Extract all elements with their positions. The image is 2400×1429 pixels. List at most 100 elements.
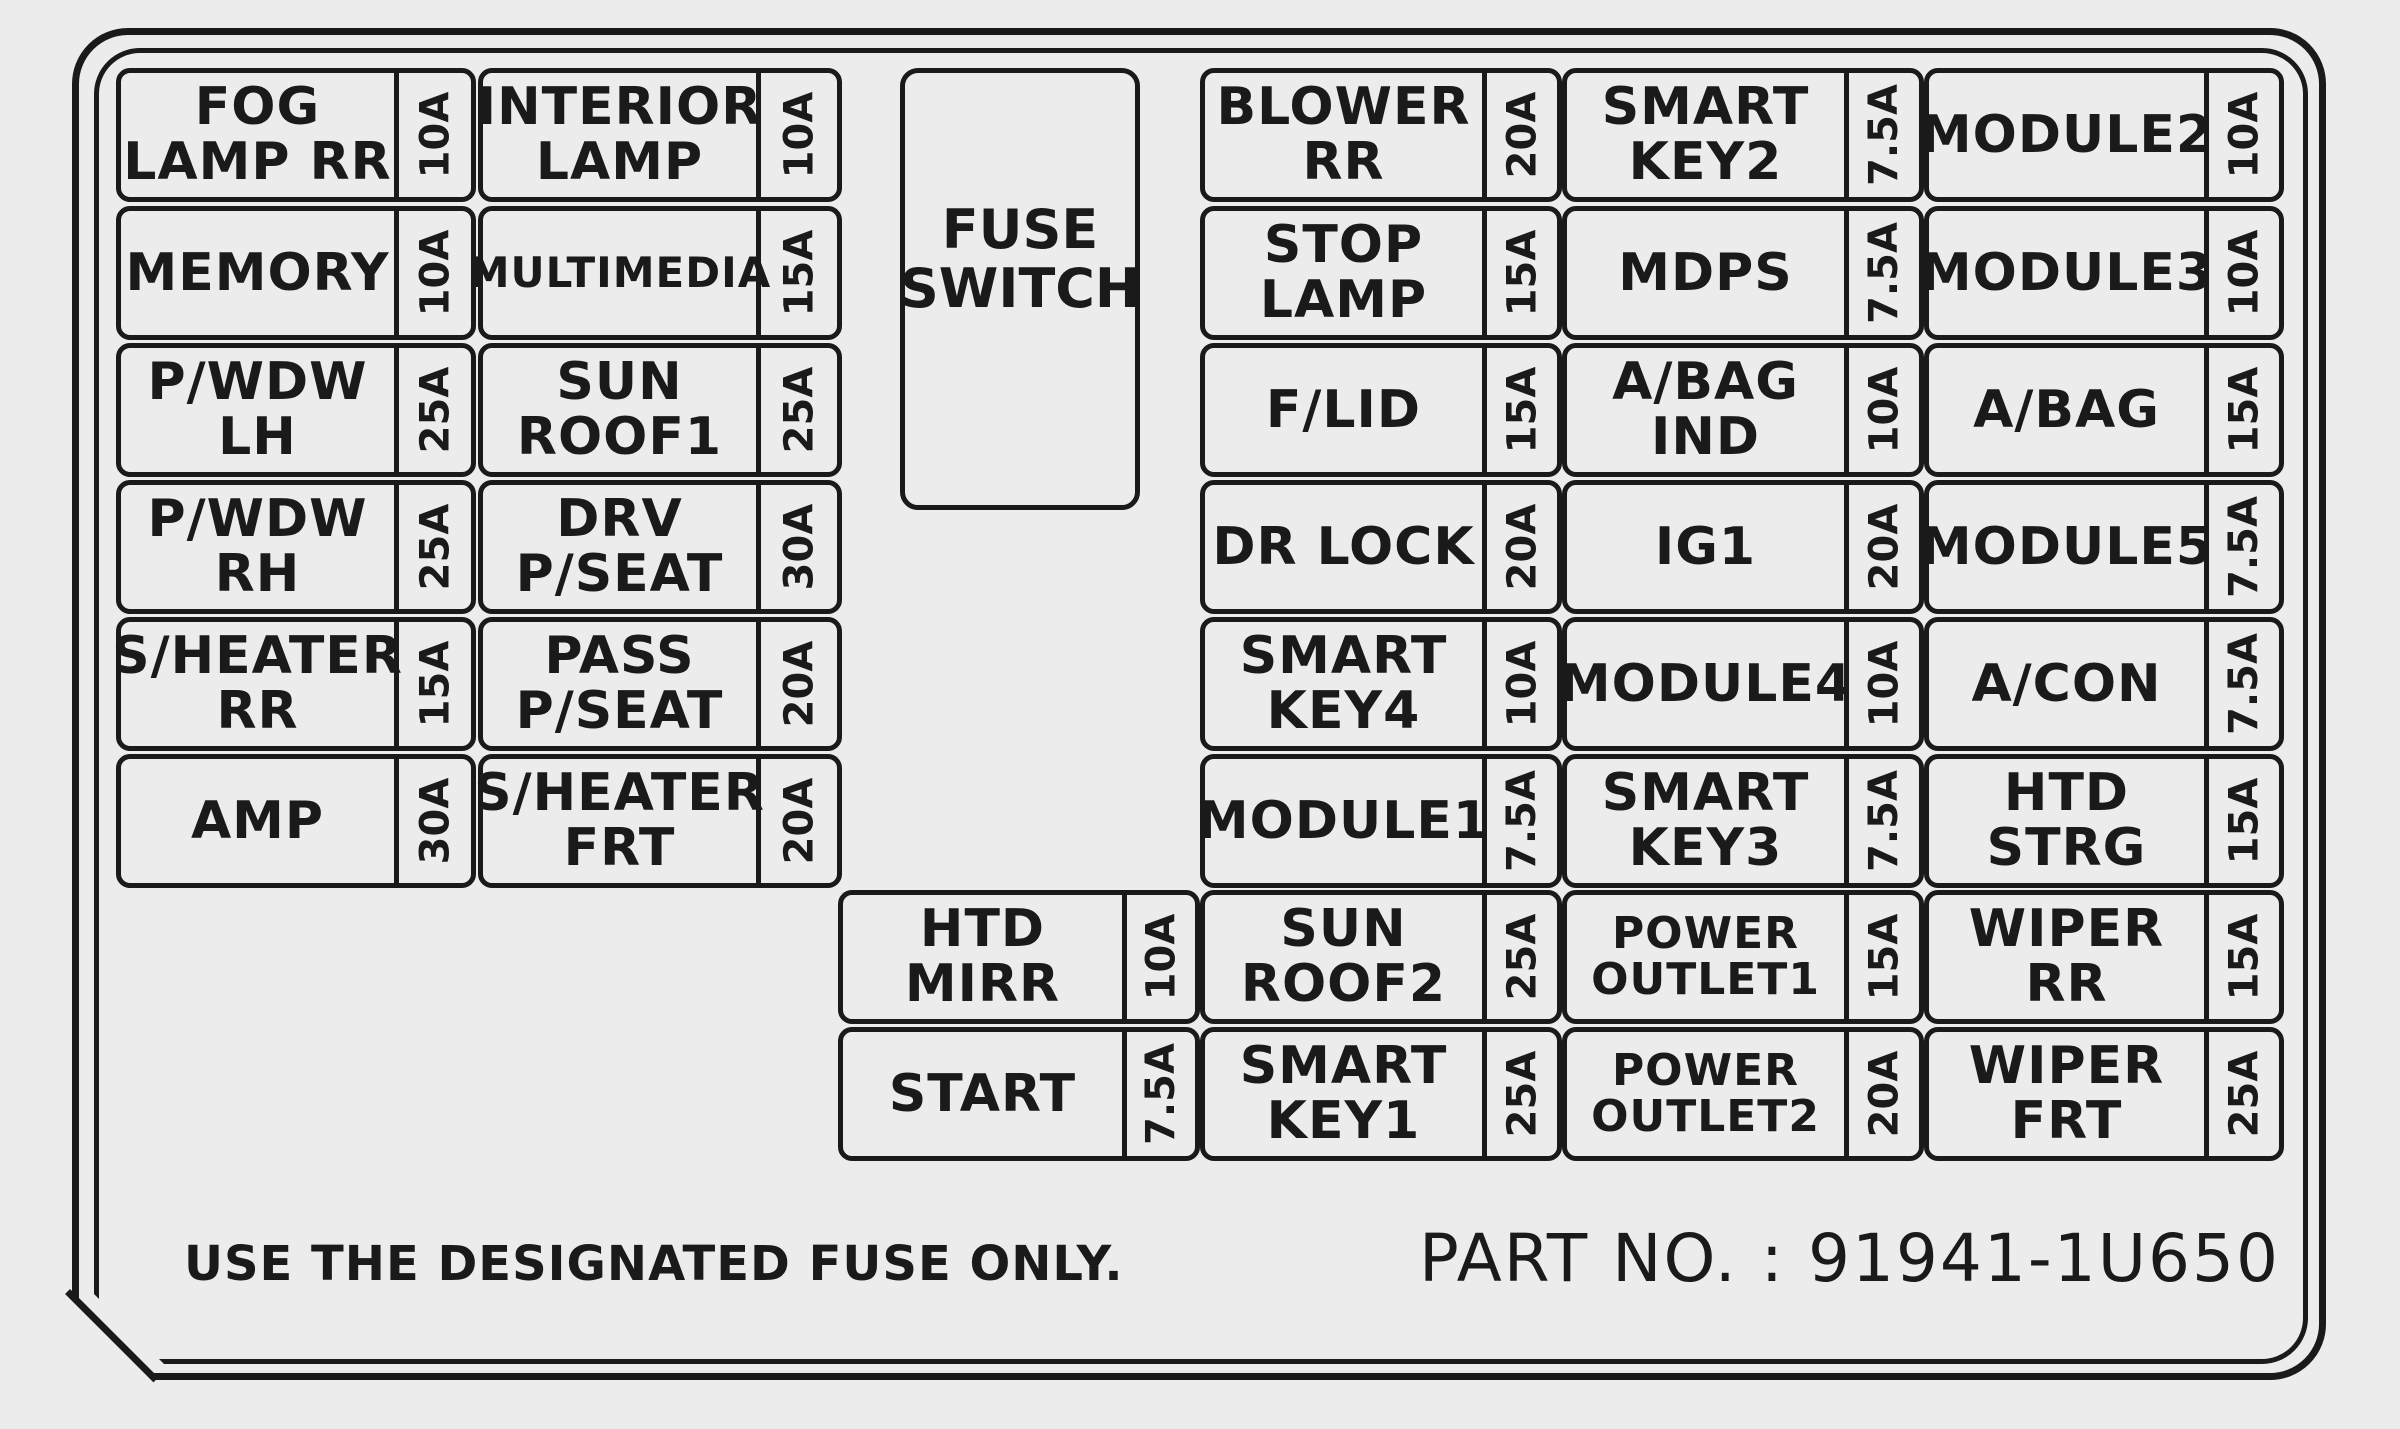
fuse-divider <box>1844 73 1849 197</box>
fuse-rating: 25A <box>1487 895 1557 1019</box>
fuse-divider <box>1844 485 1849 609</box>
fuse-divider <box>1482 895 1487 1019</box>
fuse-rating-text: 30A <box>412 777 458 865</box>
fuse-rating-text: 10A <box>1861 640 1907 728</box>
fuse-rating-text: 15A <box>776 229 822 317</box>
fuse-label: AMP <box>190 790 325 851</box>
fuse-divider <box>756 759 761 883</box>
fuse-rating: 10A <box>1127 895 1195 1019</box>
fuse-rating: 20A <box>1487 73 1557 197</box>
fuse-divider <box>394 211 399 335</box>
fuse-rating: 7.5A <box>1849 73 1919 197</box>
fuse-rating: 15A <box>2209 348 2279 472</box>
fuse-rating-text: 10A <box>412 91 458 179</box>
fuse-rating: 20A <box>1487 485 1557 609</box>
fuse-rating: 15A <box>2209 759 2279 883</box>
fuse-rating-text: 25A <box>776 366 822 454</box>
fuse-divider <box>1844 895 1849 1019</box>
fuse-rating-text: 15A <box>2221 913 2267 1001</box>
fuse-sun-roof1[interactable]: SUN ROOF1 25A <box>478 343 842 477</box>
fuse-label: MULTIMEDIA <box>467 247 772 297</box>
fuse-rating-text: 25A <box>2221 1050 2267 1138</box>
fuse-rating-text: 25A <box>412 366 458 454</box>
fuse-label: INTERIOR LAMP <box>476 77 763 192</box>
fuse-sun-roof2[interactable]: SUN ROOF2 25A <box>1200 890 1562 1024</box>
fuse-label: POWER OUTLET2 <box>1591 1044 1820 1142</box>
fuse-label: BLOWER RR <box>1216 77 1471 192</box>
fuse-label: POWER OUTLET1 <box>1591 907 1820 1005</box>
fuse-rating: 25A <box>399 348 471 472</box>
fuse-fog-lamp-rr[interactable]: FOG LAMP RR 10A <box>116 68 476 202</box>
fuse-label: STOP LAMP <box>1259 215 1428 330</box>
fuse-divider <box>756 348 761 472</box>
fuse-label: SUN ROOF2 <box>1240 899 1447 1014</box>
fuse-label: P/WDW LH <box>147 352 368 467</box>
fuse-rating: 7.5A <box>1487 759 1557 883</box>
fuse-divider <box>1844 622 1849 746</box>
fuse-amp[interactable]: AMP 30A <box>116 754 476 888</box>
fuse-rating-text: 7.5A <box>2221 496 2268 598</box>
fuse-rating-text: 15A <box>412 640 458 728</box>
fuse-rating-text: 7.5A <box>1861 222 1908 324</box>
fuse-rating: 15A <box>399 622 471 746</box>
panel-inner-frame <box>94 48 2308 1364</box>
fuse-switch[interactable]: FUSE SWITCH <box>900 68 1140 510</box>
fuse-p-wdw-lh[interactable]: P/WDW LH 25A <box>116 343 476 477</box>
fuse-divider <box>2204 211 2209 335</box>
fuse-divider <box>2204 73 2209 197</box>
fuse-divider <box>1122 895 1127 1019</box>
fuse-rating-text: 7.5A <box>1861 770 1908 872</box>
fuse-rating: 20A <box>1849 485 1919 609</box>
fuse-rating: 15A <box>761 211 837 335</box>
fuse-rating: 20A <box>761 759 837 883</box>
fuse-rating: 25A <box>1487 1032 1557 1156</box>
fuse-rating: 10A <box>1849 348 1919 472</box>
fuse-divider <box>1482 485 1487 609</box>
fuse-label: FOG LAMP RR <box>123 77 392 192</box>
fuse-label: MODULE4 <box>1558 653 1853 714</box>
fuse-rating: 30A <box>399 759 471 883</box>
fuse-rating: 10A <box>399 211 471 335</box>
fuse-label: SUN ROOF1 <box>516 352 723 467</box>
fuse-smart-key3[interactable]: SMART KEY3 7.5A <box>1562 754 1924 888</box>
fuse-rating: 15A <box>1487 348 1557 472</box>
fuse-label: SMART KEY3 <box>1601 763 1810 878</box>
fuse-rating: 20A <box>761 622 837 746</box>
fuse-rating: 7.5A <box>1849 759 1919 883</box>
fuse-rating-text: 30A <box>776 503 822 591</box>
panel-outer-frame <box>72 28 2326 1380</box>
fuse-rating: 25A <box>761 348 837 472</box>
